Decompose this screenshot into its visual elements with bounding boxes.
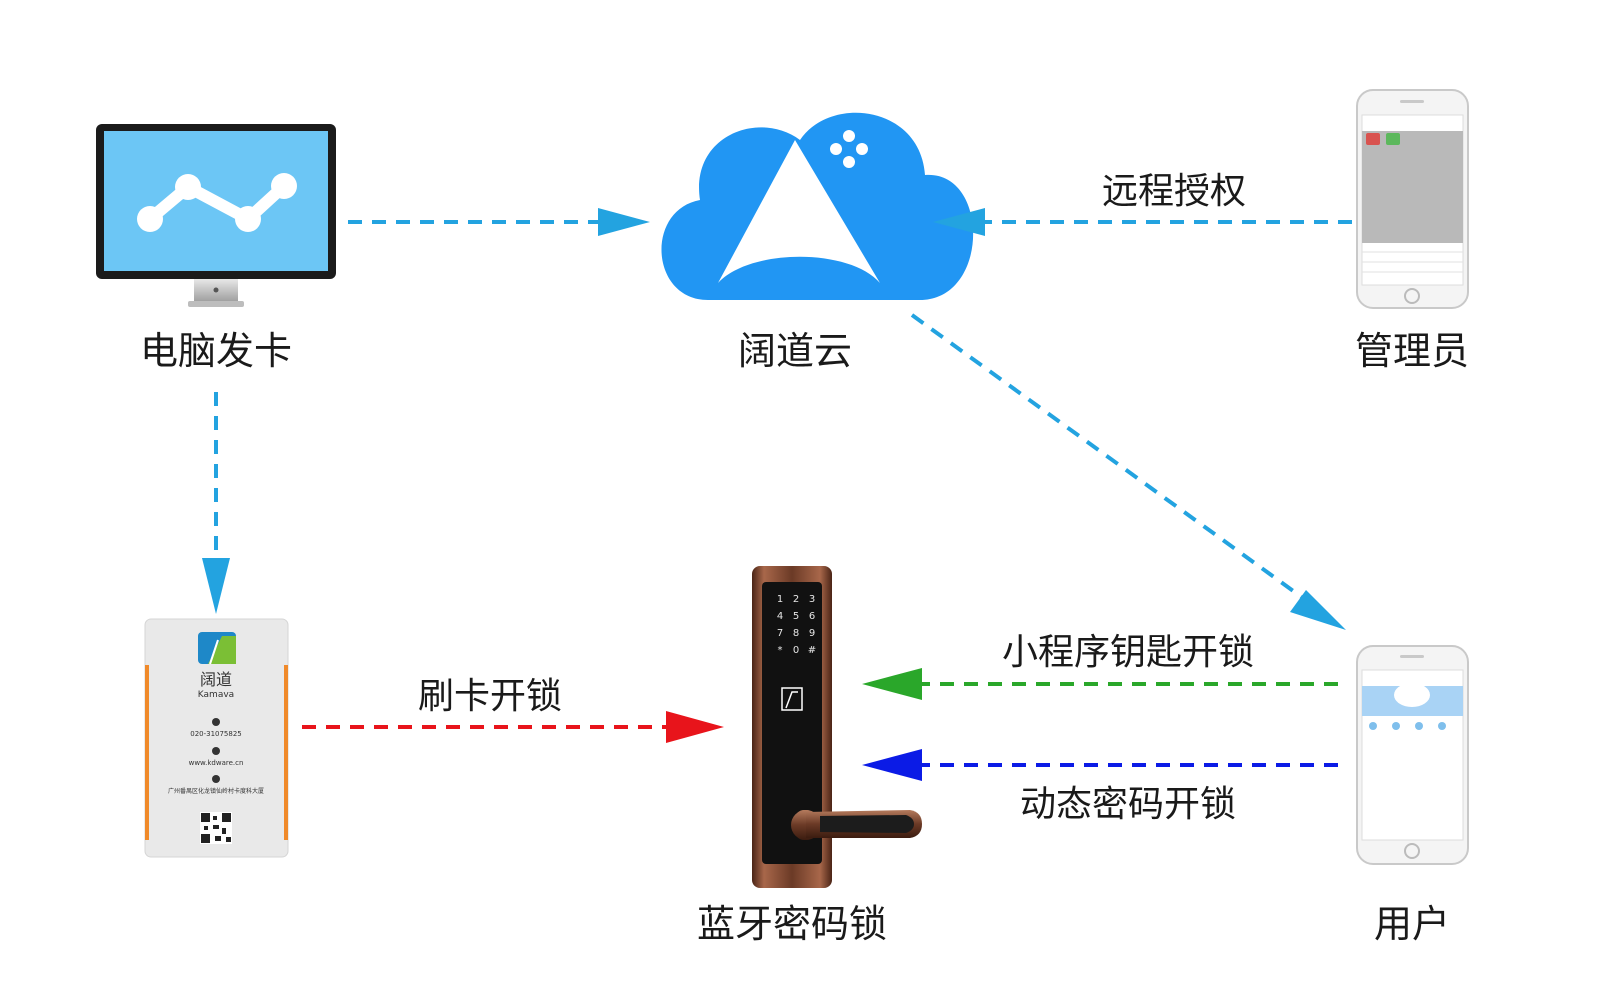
edge-label-dynamic-pwd-unlock: 动态密码开锁 xyxy=(1020,784,1236,825)
keypad-key: 8 xyxy=(793,628,799,639)
edge-user-to-lock-miniprogram: 小程序钥匙开锁 xyxy=(862,632,1338,700)
cloud-label: 阔道云 xyxy=(738,329,852,373)
card-phone: 020-31075825 xyxy=(190,730,242,738)
monitor-icon xyxy=(96,124,336,307)
lock-logo-icon xyxy=(781,687,803,711)
edge-label-remote-auth: 远程授权 xyxy=(1102,171,1246,212)
keypad-key: 2 xyxy=(793,594,799,605)
edge-admin-to-cloud: 远程授权 xyxy=(933,171,1352,236)
card-brand-en: Kamava xyxy=(198,690,234,700)
phone-icon xyxy=(1356,645,1469,865)
pc-label: 电脑发卡 xyxy=(140,329,292,373)
user-label: 用户 xyxy=(1374,902,1450,946)
edge-user-to-lock-dynamic: 动态密码开锁 xyxy=(862,749,1338,825)
keypad-key: * xyxy=(778,645,783,656)
keypad-key: 6 xyxy=(809,611,815,622)
card-brand: 阔道 xyxy=(200,670,232,689)
card-node: 阔道 Kamava 020-31075825 www.kdware.cn 广州番… xyxy=(144,618,289,858)
keypad-key: 3 xyxy=(809,594,815,605)
card-address: 广州番禺区化龙镇仙岭村卡度科大厦 xyxy=(168,787,264,795)
edge-pc-to-card xyxy=(202,392,230,614)
edge-pc-to-cloud xyxy=(348,208,650,236)
keypad-key: 0 xyxy=(793,645,799,656)
keypad-key: 5 xyxy=(793,611,799,622)
lock-label: 蓝牙密码锁 xyxy=(697,902,887,946)
keypad-key: # xyxy=(808,645,816,656)
cloud-icon xyxy=(661,112,974,300)
card-website: www.kdware.cn xyxy=(189,759,244,767)
edge-label-miniprogram-unlock: 小程序钥匙开锁 xyxy=(1002,632,1254,673)
keypad-key: 7 xyxy=(777,628,783,639)
edge-label-card-unlock: 刷卡开锁 xyxy=(418,676,562,717)
pc-node: 电脑发卡 xyxy=(96,124,336,373)
edge-cloud-to-user xyxy=(910,313,1346,630)
admin-node: 管理员 xyxy=(1355,89,1469,373)
user-node: 用户 xyxy=(1356,645,1469,946)
qr-code-icon xyxy=(200,812,232,844)
card-icon: 阔道 Kamava 020-31075825 www.kdware.cn 广州番… xyxy=(144,618,289,858)
keypad-key: 4 xyxy=(777,611,783,622)
keypad-key: 1 xyxy=(777,594,783,605)
keypad-key: 9 xyxy=(809,628,815,639)
cloud-node: 阔道云 xyxy=(661,112,974,373)
edge-card-to-lock: 刷卡开锁 xyxy=(302,676,724,743)
admin-label: 管理员 xyxy=(1355,329,1469,373)
phone-icon xyxy=(1356,89,1469,309)
